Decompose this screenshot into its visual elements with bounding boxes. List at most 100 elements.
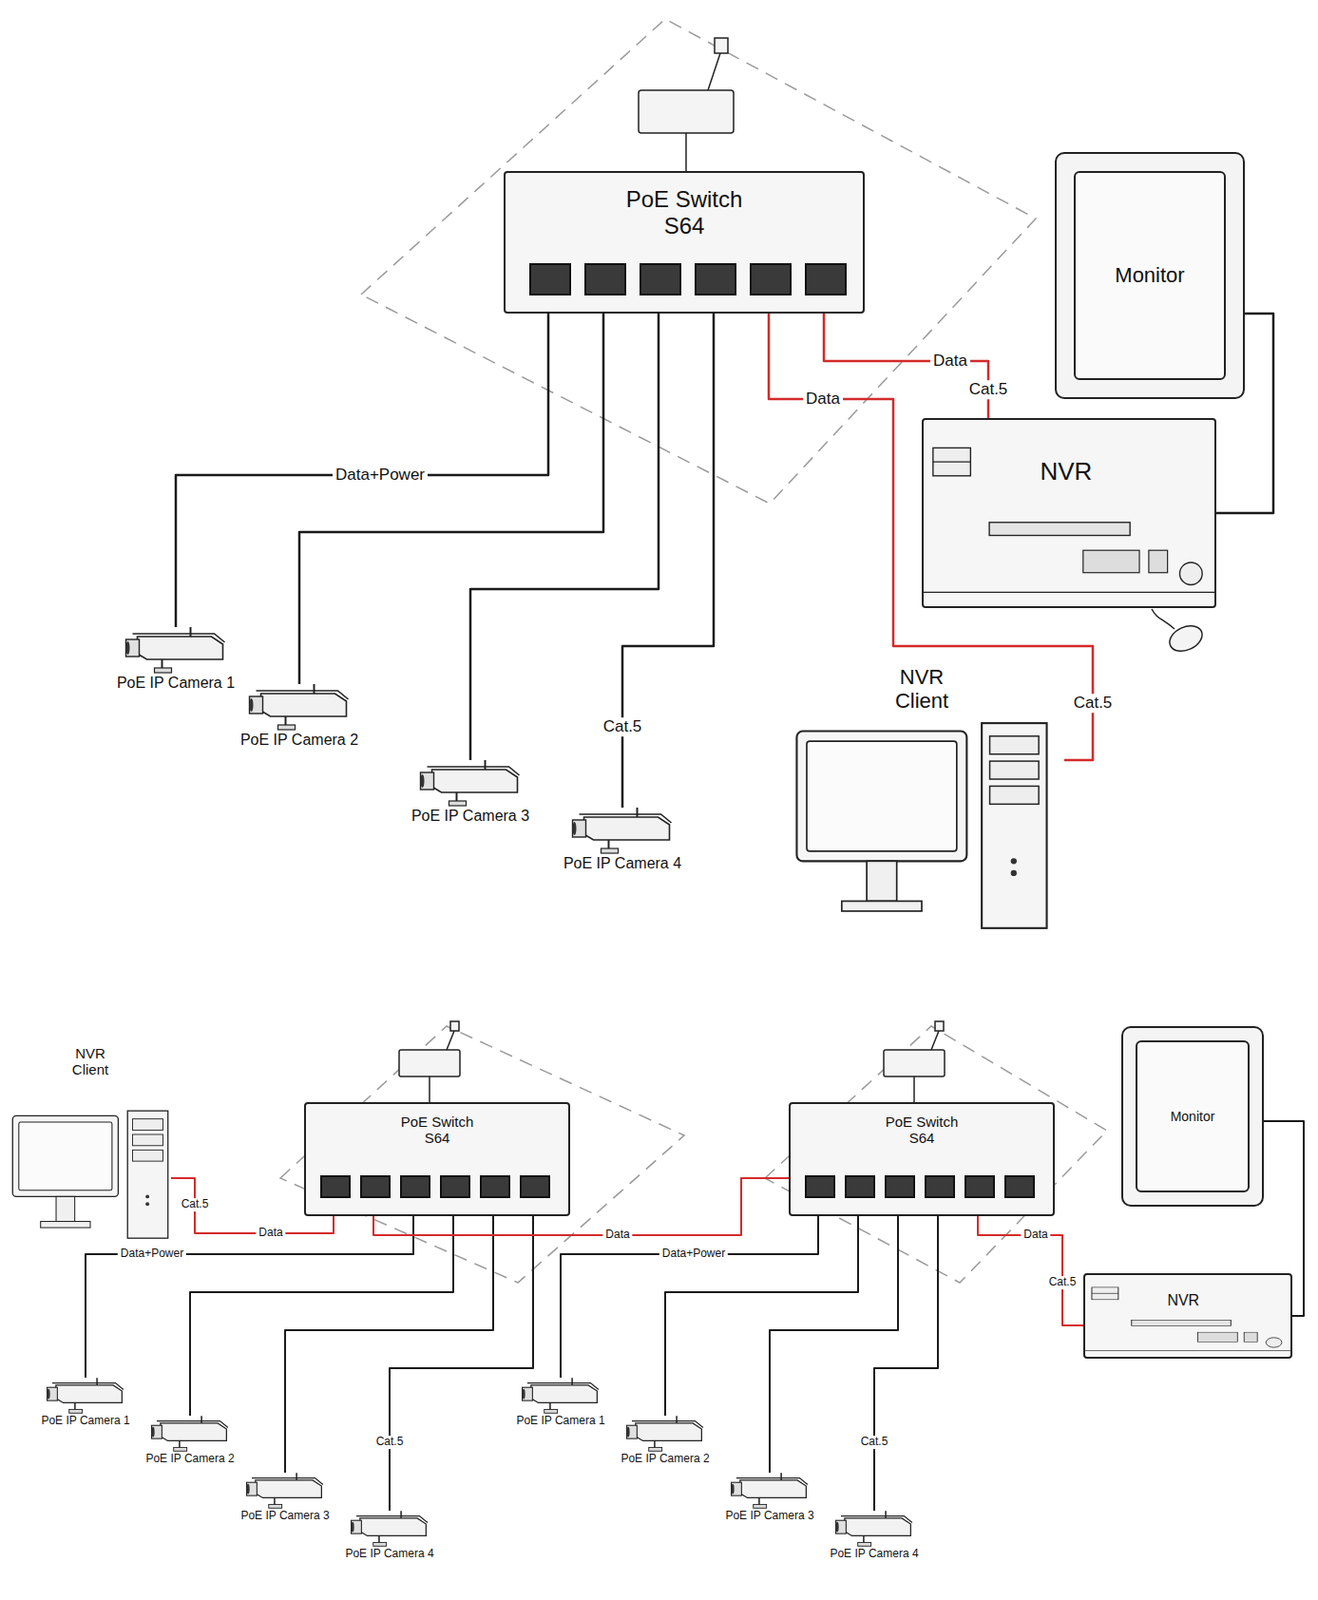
camera-icon — [526, 1383, 598, 1391]
camera-icon — [95, 1377, 98, 1386]
camera-icon — [150, 1415, 231, 1453]
ip-camera: PoE IP Camera 4 — [826, 1510, 922, 1562]
camera-icon — [626, 1427, 630, 1438]
camera-icon — [835, 1522, 839, 1533]
nvr-box: NVR — [921, 418, 1217, 609]
camera-icon — [884, 1510, 887, 1519]
client-computer — [9, 1086, 172, 1264]
nvr-front-panel — [1179, 562, 1203, 586]
client-computer — [1011, 870, 1017, 877]
ip-camera: PoE IP Camera 3 — [722, 1472, 818, 1524]
power-adapter — [399, 38, 945, 1105]
client-computer — [779, 721, 1065, 932]
switch-port — [924, 1175, 956, 1199]
camera-icon — [400, 1510, 402, 1519]
camera-icon — [132, 633, 225, 643]
cable-label: Data+Power — [659, 1247, 728, 1261]
camera-cable — [874, 1216, 938, 1511]
ip-camera: PoE IP Camera 1 — [38, 1377, 134, 1429]
camera-icon — [372, 1542, 386, 1547]
ip-camera: PoE IP Camera 1 — [114, 627, 238, 692]
camera-icon — [125, 639, 139, 657]
nvr-front-panel — [1085, 1350, 1291, 1352]
client-computer — [990, 761, 1040, 780]
switch-zone — [280, 1026, 685, 1283]
switch-port — [964, 1175, 995, 1199]
client-computer — [806, 741, 957, 852]
camera-label: PoE IP Camera 2 — [617, 1452, 713, 1467]
nvr-front-panel — [1243, 1332, 1258, 1342]
camera-icon — [739, 1480, 806, 1499]
cable-label: Data — [255, 1226, 286, 1241]
poe-switch: PoE Switch S64 — [503, 171, 865, 314]
camera-icon — [448, 801, 466, 806]
camera-icon — [630, 1421, 703, 1429]
client-pc: NVR Client — [779, 665, 1065, 932]
adapter-cord — [707, 53, 721, 91]
adapter-cord — [428, 1076, 431, 1105]
switch-port — [400, 1175, 431, 1199]
camera-cable — [560, 1216, 819, 1378]
camera-icon — [780, 1472, 783, 1481]
camera-icon — [418, 760, 524, 808]
cable-label: Cat.5 — [966, 380, 1012, 400]
nvr-front-panel — [933, 447, 971, 476]
device-label: Monitor — [1114, 263, 1185, 287]
nvr-front-panel — [933, 461, 971, 463]
camera-icon — [55, 1385, 122, 1404]
adapter-cord — [931, 1031, 939, 1051]
camera-icon — [155, 1421, 228, 1429]
camera-icon — [255, 690, 348, 700]
camera-icon — [543, 1409, 557, 1414]
switch-port — [804, 263, 847, 296]
camera-cable — [299, 313, 604, 685]
camera-icon — [570, 807, 676, 856]
nvr-box: NVR — [1083, 1273, 1293, 1359]
camera-cable — [190, 1216, 454, 1416]
camera-icon — [350, 1522, 354, 1533]
camera-icon — [51, 1383, 123, 1391]
switch-port — [439, 1175, 471, 1199]
camera-label: PoE IP Camera 1 — [114, 674, 238, 692]
cable-label: Cat.5 — [600, 717, 646, 737]
camera-icon — [729, 1472, 811, 1510]
adapter-cord — [685, 133, 688, 173]
switch-port — [804, 1175, 836, 1199]
camera-cable — [85, 1216, 414, 1378]
data-cable — [977, 1216, 1084, 1326]
nvr-front-panel — [1148, 550, 1168, 574]
camera-label: PoE IP Camera 1 — [38, 1414, 134, 1429]
camera-icon — [648, 1447, 662, 1452]
client-computer — [796, 731, 967, 862]
nvr-front-panel — [1131, 1319, 1232, 1326]
nvr-front-panel — [1085, 1275, 1291, 1357]
camera-icon — [151, 1427, 154, 1438]
camera-label: PoE IP Camera 4 — [560, 855, 685, 873]
device-label: PoE Switch S64 — [877, 1113, 968, 1147]
switch-port — [519, 1175, 551, 1199]
camera-icon — [578, 814, 671, 823]
camera-icon — [840, 1516, 912, 1524]
cable-label: Data — [802, 389, 843, 409]
power-plug — [935, 1021, 944, 1032]
cable-label: Data+Power — [117, 1247, 187, 1261]
camera-icon — [46, 1389, 50, 1400]
switch-port — [749, 263, 792, 296]
client-computer — [127, 1110, 169, 1239]
camera-icon — [46, 1387, 58, 1401]
camera-icon — [634, 1423, 702, 1442]
switch-port — [529, 263, 572, 296]
camera-icon — [635, 807, 638, 818]
camera-icon — [295, 1472, 298, 1481]
switch-port — [694, 263, 737, 296]
camera-cable — [665, 1216, 859, 1416]
camera-icon — [159, 1423, 227, 1442]
monitor-box: Monitor — [1121, 1026, 1264, 1207]
client-computer — [132, 1149, 163, 1162]
client-computer — [19, 1122, 113, 1191]
ip-camera: PoE IP Camera 2 — [617, 1415, 713, 1467]
power-adapter — [638, 90, 734, 134]
camera-icon — [153, 668, 172, 673]
device-label: NVR — [1166, 1292, 1200, 1310]
camera-icon — [246, 1484, 249, 1495]
